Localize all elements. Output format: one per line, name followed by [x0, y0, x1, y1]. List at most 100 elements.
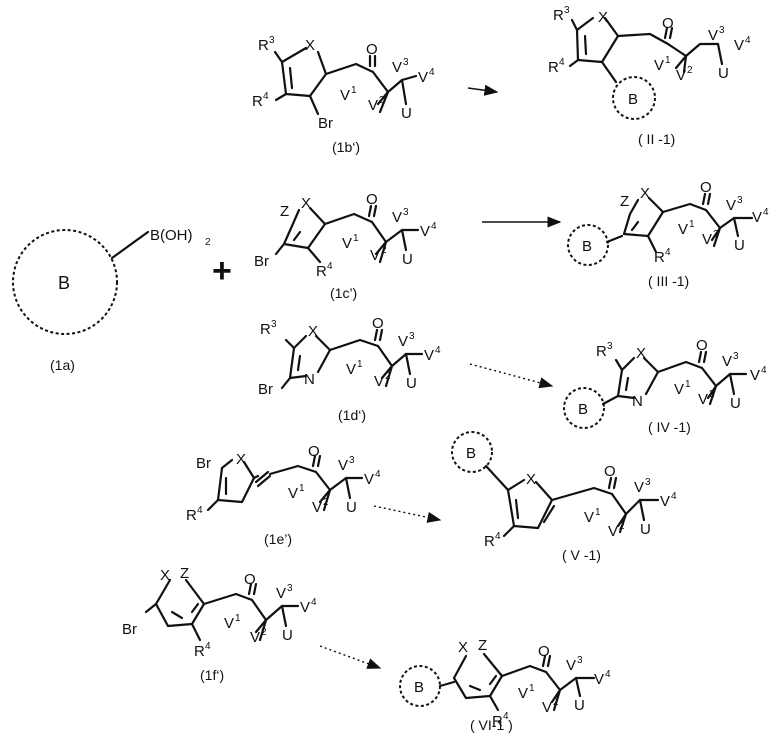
atom-superscript: 2	[381, 245, 387, 256]
bond-line	[730, 374, 734, 394]
compound-id-1b: (1b‘)	[332, 139, 360, 155]
atom-superscript: 1	[299, 483, 305, 494]
compound-1c: Z X O Br R4 V1 V2 V3 V4 U (1c’)	[254, 191, 437, 301]
atom-label: U	[401, 105, 412, 122]
bond-line	[326, 64, 373, 74]
atom-label: O	[696, 337, 708, 354]
atom-label: V	[420, 223, 430, 240]
boronic-acid-reagent: B B(OH) 2 (1a)	[13, 227, 211, 373]
bond-line	[552, 488, 612, 500]
atom-label: V	[424, 347, 434, 364]
atom-superscript: 3	[737, 195, 743, 206]
atom-label: V	[276, 585, 286, 602]
atom-label: Z	[180, 565, 189, 582]
atom-label: X	[308, 323, 318, 340]
bond-line	[607, 236, 622, 242]
atom-label: U	[574, 697, 585, 714]
bond-line	[663, 204, 706, 212]
bond-line	[270, 466, 316, 474]
product-III-1: B Z X O R4 V1 V2 V3 V4 U ( III -1)	[568, 179, 769, 289]
atom-superscript: 3	[607, 341, 613, 352]
bond-line	[640, 500, 644, 520]
atom-label: Z	[280, 203, 289, 220]
compound-id-III-1: ( III -1)	[648, 273, 689, 289]
bond-line	[282, 606, 286, 626]
atom-label: U	[402, 251, 413, 268]
compound-id-1f: (1f‘)	[200, 667, 224, 683]
atom-label: V	[374, 373, 384, 390]
atom-label: V	[722, 353, 732, 370]
atom-label: B	[578, 401, 588, 418]
atom-label: V	[750, 367, 760, 384]
atom-superscript: 1	[689, 219, 695, 230]
atom-label: Br	[318, 115, 333, 132]
atom-label: O	[308, 443, 320, 460]
product-VI-1: B X Z O R4 V1 V2 V3 V4 U ( VI-1 )	[400, 637, 611, 733]
bond-line	[330, 340, 378, 350]
atom-label: U	[734, 237, 745, 254]
atom-label: B	[628, 91, 638, 108]
atom-label: O	[366, 41, 378, 58]
atom-label: X	[640, 185, 650, 202]
atom-label: V	[340, 87, 350, 104]
bond-line	[585, 36, 586, 54]
atom-label: U	[346, 499, 357, 516]
atom-superscript: 3	[719, 25, 725, 36]
compound-id-1c: (1c’)	[330, 285, 357, 301]
atom-label: V	[338, 457, 348, 474]
bond-line	[276, 244, 284, 254]
bond-line	[486, 466, 508, 490]
atom-label: U	[406, 375, 417, 392]
atom-label: V	[398, 333, 408, 350]
bond-line	[204, 594, 252, 604]
bond-line	[658, 362, 702, 372]
bond-line	[546, 672, 594, 690]
reaction-arrow-1	[468, 88, 497, 92]
atom-label: O	[366, 191, 378, 208]
atom-label: B	[466, 445, 476, 462]
bond-line	[504, 526, 514, 536]
atom-label: R	[484, 533, 495, 550]
atom-label: V	[342, 235, 352, 252]
bond-line	[308, 248, 320, 262]
atom-label: B	[414, 679, 424, 696]
atom-label: V	[702, 231, 712, 248]
bond-line	[440, 682, 454, 686]
bond-line	[618, 34, 668, 44]
bond-line	[172, 612, 182, 618]
atom-label: U	[730, 395, 741, 412]
bond-line	[616, 360, 622, 370]
atom-label: V	[392, 59, 402, 76]
atom-label: R	[654, 249, 665, 266]
bond-line	[290, 68, 292, 88]
atom-label: N	[304, 371, 315, 388]
atom-superscript: 4	[205, 641, 211, 652]
atom-label: X	[301, 195, 311, 212]
bond-line	[576, 678, 580, 696]
atom-superscript: 1	[235, 613, 241, 624]
atom-label: V	[518, 685, 528, 702]
compound-1d: X O N R3 Br V1 V2 V3 V4 U (1d‘)	[258, 315, 441, 423]
atom-superscript: 4	[375, 469, 381, 480]
atom-label: V	[300, 599, 310, 616]
product-IV-1: B X O N R3 V1 V2 V3 V4 U ( IV -1)	[564, 337, 767, 435]
atom-label: V	[584, 509, 594, 526]
atom-superscript: 2	[553, 697, 559, 708]
atom-label: Br	[254, 253, 269, 270]
bond-line	[252, 600, 298, 620]
bond-line	[325, 214, 372, 224]
bond-line	[668, 44, 718, 56]
atom-label: U	[718, 65, 729, 82]
atom-superscript: 2	[619, 521, 625, 532]
atom-superscript: 1	[357, 359, 363, 370]
bond-line	[346, 478, 350, 498]
atom-superscript: 4	[327, 261, 333, 272]
reaction-arrow-4	[374, 506, 440, 520]
bond-line	[632, 222, 638, 230]
atom-superscript: 3	[287, 583, 293, 594]
atom-superscript: 4	[197, 505, 203, 516]
atom-superscript: 4	[559, 57, 565, 68]
bond-line	[146, 604, 156, 612]
atom-superscript: 2	[205, 237, 211, 248]
atom-superscript: 3	[403, 57, 409, 68]
